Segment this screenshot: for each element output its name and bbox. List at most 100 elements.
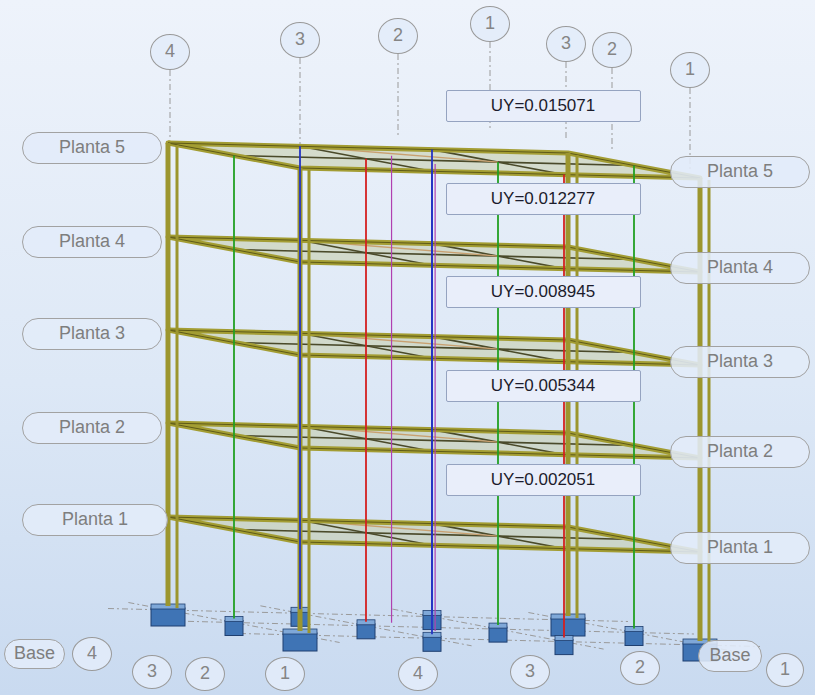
displacement-label: UY=0.005344 xyxy=(446,370,641,402)
level-label: Planta 3 xyxy=(22,318,162,350)
node-text: UY=0.005344 xyxy=(491,377,595,396)
slabs xyxy=(168,143,700,552)
level-label: Planta 3 xyxy=(670,346,810,378)
axis-bubble: 3 xyxy=(546,26,586,62)
floor-slab xyxy=(168,143,700,178)
axis-bubble: 1 xyxy=(766,653,804,687)
node-text: Base xyxy=(14,644,55,664)
axis-bubble: 1 xyxy=(470,6,510,42)
level-label: Planta 2 xyxy=(670,436,810,468)
node-text: 3 xyxy=(525,662,535,682)
node-text: Planta 5 xyxy=(59,138,125,158)
column xyxy=(299,146,301,609)
column xyxy=(431,171,433,634)
axis-bubble: 4 xyxy=(150,34,190,70)
node-text: 1 xyxy=(280,664,290,684)
node-text: UY=0.008945 xyxy=(491,283,595,302)
column xyxy=(563,175,565,638)
node-text: 1 xyxy=(685,60,695,80)
node-text: Planta 2 xyxy=(707,442,773,462)
node-text: Planta 4 xyxy=(707,258,773,278)
axis-bubble: 2 xyxy=(378,18,418,54)
edge-beam-outline xyxy=(168,330,700,365)
edge-beam xyxy=(168,423,700,458)
footing xyxy=(225,621,243,636)
level-label: Planta 5 xyxy=(670,156,810,188)
footing xyxy=(423,636,441,651)
column xyxy=(233,156,235,619)
node-text: 1 xyxy=(485,14,495,34)
axis-bubble: 3 xyxy=(510,655,550,689)
column xyxy=(166,143,171,606)
wall-edge xyxy=(391,156,392,623)
column xyxy=(708,180,711,643)
displacement-label: UY=0.015071 xyxy=(446,90,641,122)
node-text: UY=0.012277 xyxy=(491,190,595,209)
node-text: 2 xyxy=(635,658,645,678)
axis-bubble: 3 xyxy=(132,655,172,689)
node-text: 3 xyxy=(561,34,571,54)
footing xyxy=(555,640,573,655)
level-label: Planta 5 xyxy=(22,132,162,164)
axis-bubble: 4 xyxy=(72,637,112,671)
node-text: Planta 4 xyxy=(59,232,125,252)
footing xyxy=(357,624,375,639)
level-label: Planta 4 xyxy=(670,252,810,284)
node-text: 3 xyxy=(295,30,305,50)
level-label: Base xyxy=(698,640,762,672)
floor-slab xyxy=(168,237,700,272)
node-text: 3 xyxy=(147,662,157,682)
axis-bubble: 4 xyxy=(398,657,438,691)
node-text: 4 xyxy=(165,42,175,62)
floor-slab xyxy=(168,423,700,458)
node-text: 2 xyxy=(607,40,617,60)
node-text: 4 xyxy=(87,644,97,664)
column xyxy=(698,178,703,641)
axis-line xyxy=(398,54,399,135)
column xyxy=(308,170,311,633)
edge-beam xyxy=(168,517,700,552)
level-label: Planta 1 xyxy=(670,532,810,564)
edge-beam-outline xyxy=(168,237,700,272)
axis-bubble: 3 xyxy=(280,22,320,58)
edge-beam-outline xyxy=(168,517,700,552)
edge-beam-outline xyxy=(168,423,700,458)
axis-bubble: 1 xyxy=(670,52,710,88)
edge-beam xyxy=(168,143,700,178)
wall-edge xyxy=(435,164,436,631)
footing xyxy=(151,608,185,626)
footing xyxy=(489,627,507,642)
footing xyxy=(283,633,317,651)
node-text: 2 xyxy=(200,664,210,684)
axis-bubble: 2 xyxy=(185,657,225,691)
footing xyxy=(551,618,585,636)
axis-line xyxy=(170,70,171,138)
column xyxy=(365,159,367,622)
base-grid xyxy=(108,603,760,653)
edge-beam-outline xyxy=(168,143,700,178)
axis-bubble: 2 xyxy=(620,651,660,685)
level-label: Planta 4 xyxy=(22,226,162,258)
node-text: Planta 2 xyxy=(59,418,125,438)
axis-bubble: 1 xyxy=(265,657,305,691)
column xyxy=(176,145,179,608)
axis-bubble: 2 xyxy=(592,32,632,68)
node-text: Planta 1 xyxy=(62,510,128,530)
node-text: Planta 3 xyxy=(707,352,773,372)
level-label: Planta 1 xyxy=(22,504,168,536)
edge-beam xyxy=(168,330,700,365)
node-text: Base xyxy=(709,646,750,666)
node-text: 2 xyxy=(393,26,403,46)
node-text: UY=0.015071 xyxy=(491,97,595,116)
level-label: Planta 2 xyxy=(22,412,162,444)
node-text: Planta 1 xyxy=(707,538,773,558)
footing xyxy=(625,631,643,646)
node-text: Planta 3 xyxy=(59,324,125,344)
displacement-label: UY=0.008945 xyxy=(446,276,641,308)
node-text: 4 xyxy=(413,664,423,684)
edge-beam xyxy=(168,237,700,272)
node-text: UY=0.002051 xyxy=(491,471,595,490)
level-label: Base xyxy=(4,639,65,669)
displacement-label: UY=0.012277 xyxy=(446,183,641,215)
